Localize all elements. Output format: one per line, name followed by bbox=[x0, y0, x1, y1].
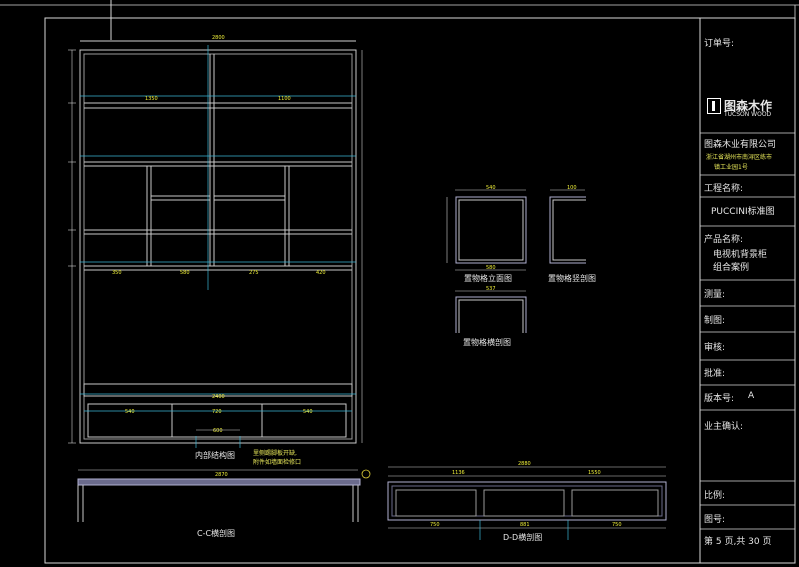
dim-shelf-h: 537 bbox=[486, 286, 496, 292]
caption-note-2: 附件如墙面检修口 bbox=[253, 459, 302, 466]
caption-shelf-vertical: 置物格竖剖图 bbox=[548, 274, 596, 283]
dim-dd-bot-right: 750 bbox=[612, 522, 622, 528]
product-label: 产品名称: bbox=[704, 235, 744, 245]
shelf-vertical bbox=[549, 189, 586, 264]
logo-icon bbox=[707, 98, 721, 114]
approve-label: 批准: bbox=[704, 369, 726, 379]
caption-shelf-horizontal: 置物格横剖图 bbox=[463, 338, 511, 347]
dim-dd-width: 2880 bbox=[518, 461, 531, 467]
title-block bbox=[699, 17, 796, 564]
dim-shelf-v: 100 bbox=[567, 185, 577, 191]
dim-base-b: 720 bbox=[212, 409, 222, 415]
drawing-no-label: 图号: bbox=[704, 515, 726, 525]
caption-cc-section: C-C横剖图 bbox=[197, 529, 236, 538]
dim-mid-b: 580 bbox=[180, 270, 190, 276]
shelf-horizontal bbox=[455, 290, 527, 333]
dim-dd-left: 1136 bbox=[452, 470, 465, 476]
dim-dd-bot-mid: 881 bbox=[520, 522, 530, 528]
dd-section bbox=[387, 466, 667, 529]
review-label: 审核: bbox=[704, 343, 726, 353]
caption-inner-structure: 内部结构图 bbox=[195, 451, 235, 460]
product-value-1: 电视机背景柜 bbox=[713, 250, 768, 260]
project-value: PUCCINI标准图 bbox=[711, 207, 775, 217]
product-value-2: 组合案例 bbox=[713, 263, 750, 273]
page-text: 第 5 页,共 30 页 bbox=[704, 537, 772, 547]
version-value: A bbox=[748, 391, 755, 401]
cc-section bbox=[77, 469, 361, 522]
measure-label: 测量: bbox=[704, 290, 726, 300]
dim-dd-bot-left: 750 bbox=[430, 522, 440, 528]
company-address-1: 浙江省湖州市南浔区练市 bbox=[706, 154, 773, 161]
logo-name: 图森木作 bbox=[724, 99, 773, 113]
dim-base-inner: 600 bbox=[213, 428, 223, 434]
scale-label: 比例: bbox=[704, 491, 726, 501]
dim-cc-width: 2870 bbox=[215, 472, 228, 478]
caption-dd-section: D-D横剖图 bbox=[503, 533, 543, 542]
dim-row1-right: 1100 bbox=[278, 96, 291, 102]
caption-note-1: 里侧踢脚板开缺, bbox=[253, 450, 297, 457]
project-label: 工程名称: bbox=[704, 184, 744, 194]
dim-base-c: 540 bbox=[303, 409, 313, 415]
shelf-elevation bbox=[446, 189, 527, 271]
logo-sub: TUCSON WOOD bbox=[724, 111, 772, 118]
owner-confirm-label: 业主确认: bbox=[704, 422, 744, 432]
order-no-label: 订单号: bbox=[704, 39, 735, 49]
main-elevation bbox=[79, 40, 357, 444]
company-address-2: 镇工业园1号 bbox=[714, 164, 748, 171]
dim-shelf-w2: 580 bbox=[486, 265, 496, 271]
company-name: 图森木业有限公司 bbox=[704, 140, 777, 150]
caption-shelf-elevation: 置物格立面图 bbox=[464, 274, 512, 283]
dim-base-width: 2400 bbox=[212, 394, 225, 400]
version-label: 版本号: bbox=[704, 394, 735, 404]
dim-top-width: 2800 bbox=[212, 35, 225, 41]
dim-dd-right: 1550 bbox=[588, 470, 601, 476]
dim-base-a: 540 bbox=[125, 409, 135, 415]
dim-shelf-w: 540 bbox=[486, 185, 496, 191]
dim-mid-c: 275 bbox=[249, 270, 259, 276]
dim-mid-d: 420 bbox=[316, 270, 326, 276]
dim-row1-left: 1350 bbox=[145, 96, 158, 102]
drawing-label: 制图: bbox=[704, 316, 726, 326]
dim-mid-a: 350 bbox=[112, 270, 122, 276]
